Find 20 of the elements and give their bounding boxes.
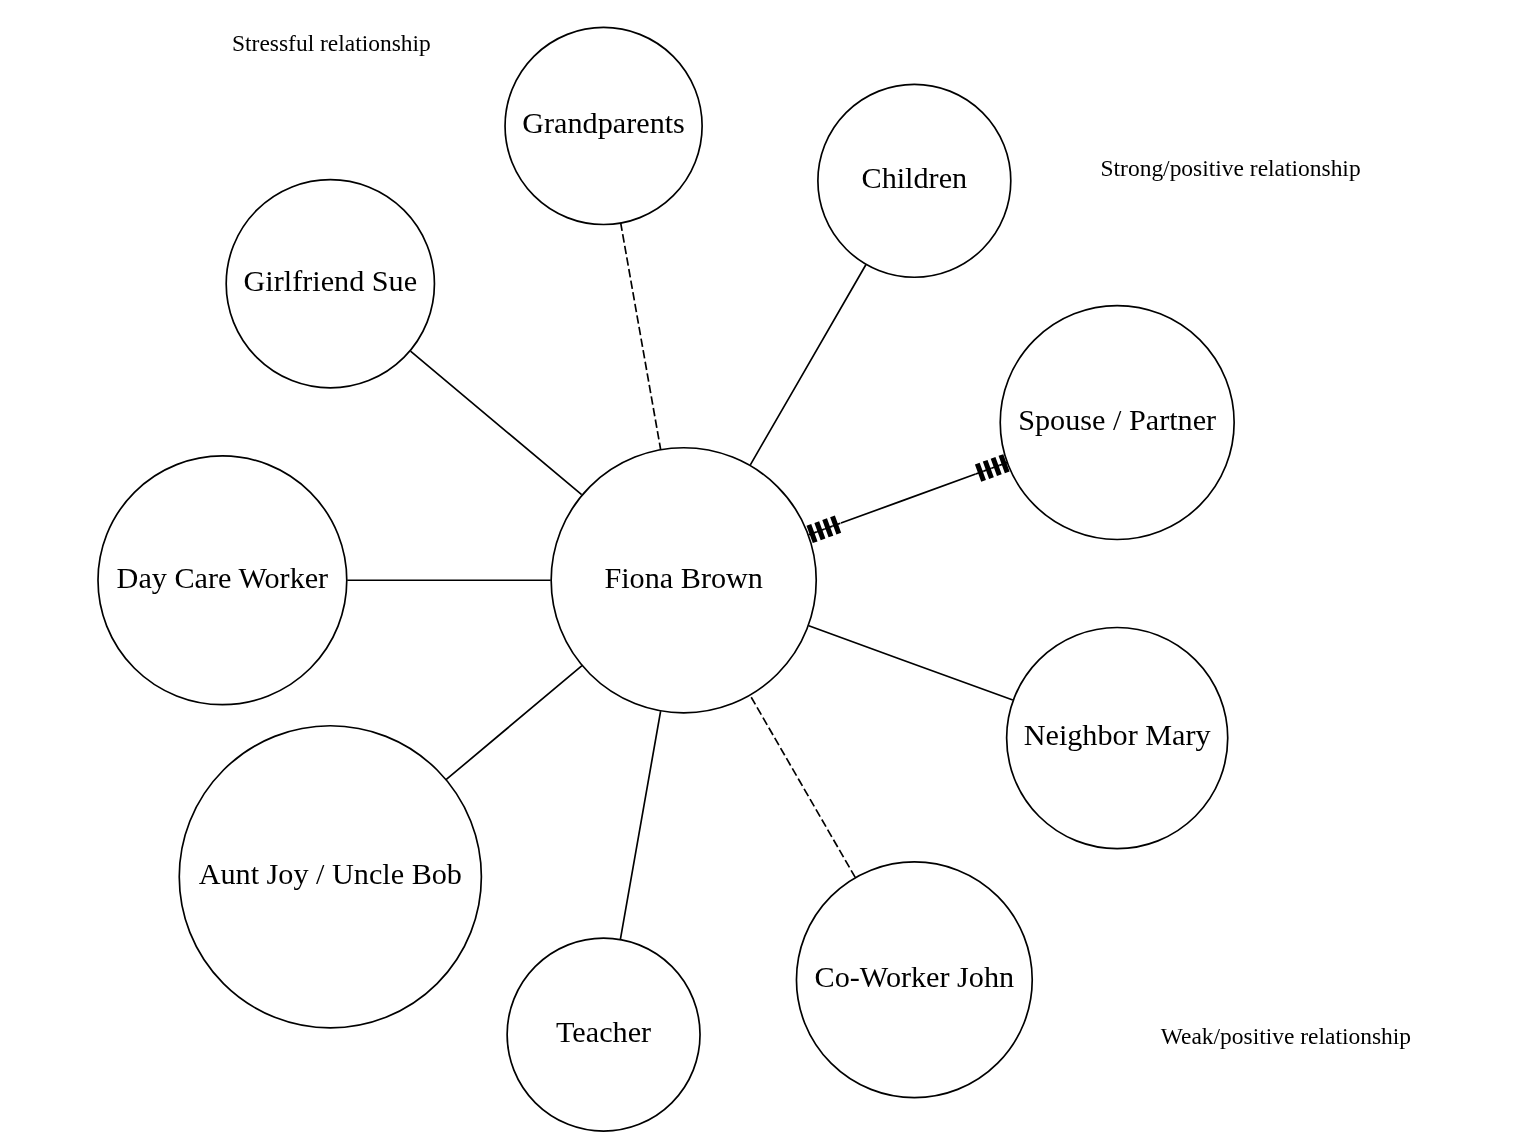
connector [409, 350, 583, 496]
connector [619, 222, 662, 451]
connector [807, 624, 1014, 701]
connector [619, 710, 662, 941]
node-circle: Children [817, 83, 1012, 279]
legend-label: Strong/positive relationship [1100, 154, 1361, 181]
node-circle: Co-Worker John [795, 861, 1034, 1099]
node-circle: Teacher [506, 937, 701, 1132]
node-circle: Day Care Worker [97, 455, 348, 706]
connector [749, 263, 867, 466]
connector [806, 454, 1010, 544]
legend-label: Weak/positive relationship [1160, 1023, 1412, 1050]
node-circle: Grandparents [504, 26, 703, 226]
connector [445, 664, 583, 781]
node-circle: Neighbor Mary [1005, 626, 1229, 850]
legend-label: Stressful relationship [232, 30, 431, 57]
connector [749, 694, 857, 879]
node-circle: Aunt Joy / Uncle Bob [178, 724, 483, 1029]
node-circle: Girlfriend Sue [225, 178, 436, 389]
connector [346, 579, 552, 582]
